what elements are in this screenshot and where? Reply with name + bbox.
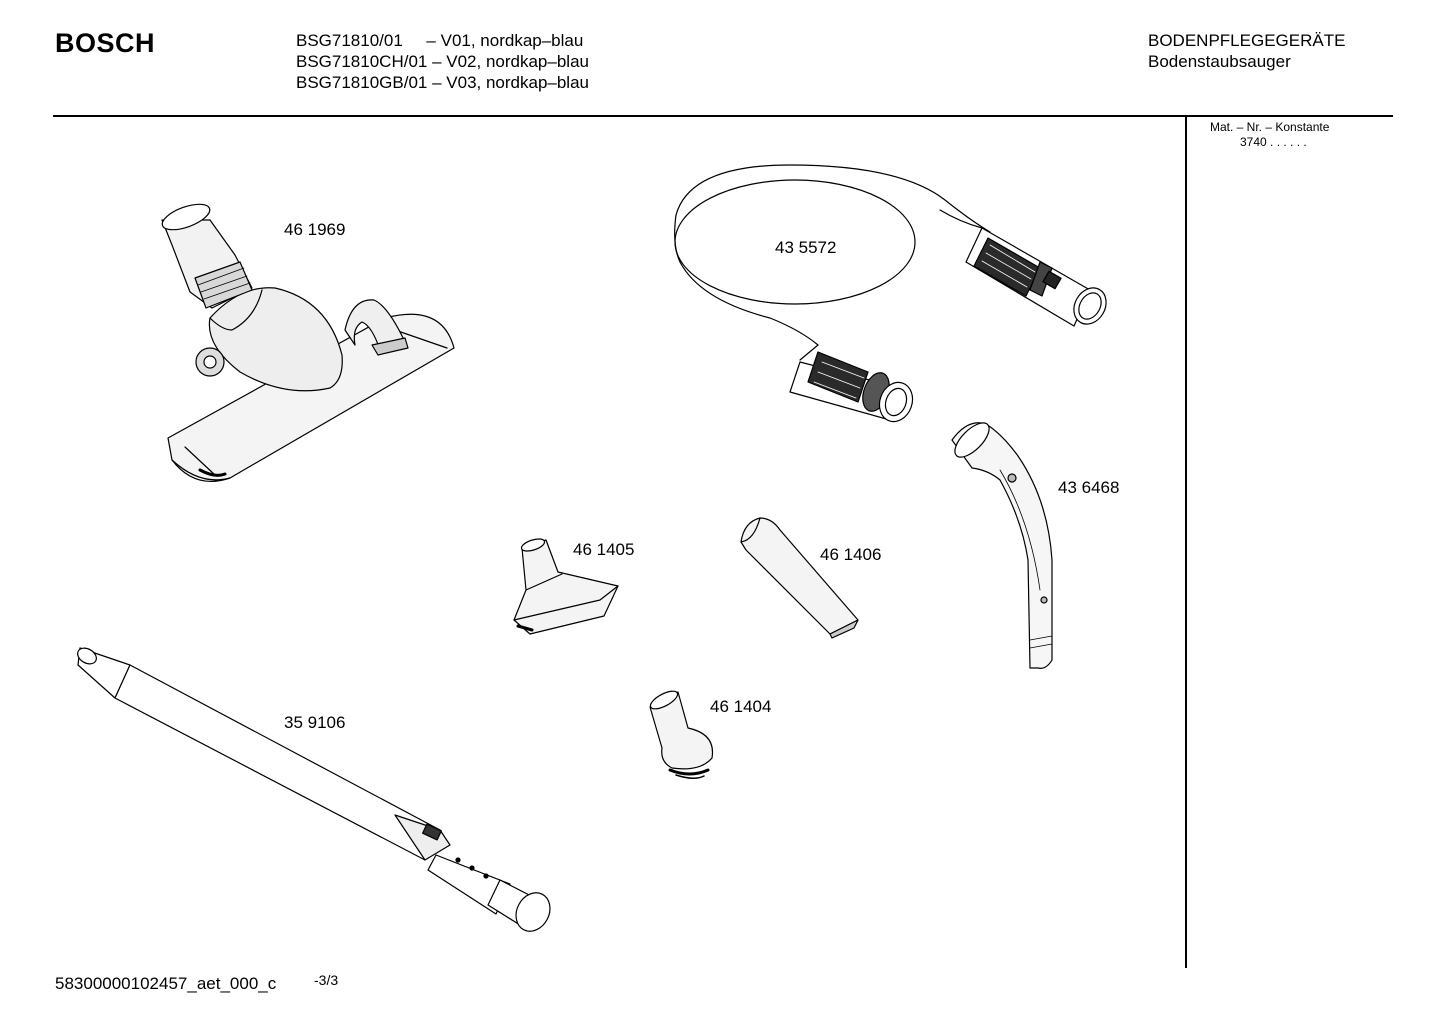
upholstery-nozzle-drawing bbox=[514, 537, 618, 634]
handle-drawing bbox=[949, 417, 1052, 668]
category-subtitle: Bodenstaubsauger bbox=[1148, 52, 1291, 71]
material-number-panel: Mat. – Nr. – Konstante 3740 . . . . . . bbox=[1210, 120, 1329, 150]
part-number-small-nozzle: 46 1404 bbox=[710, 697, 772, 716]
document-id: 58300000102457_aet_000_c bbox=[55, 974, 277, 993]
floor-nozzle-drawing bbox=[159, 199, 454, 481]
material-number-value: 3740 . . . . . . bbox=[1240, 135, 1307, 149]
brand-logo: BOSCH bbox=[55, 28, 156, 58]
part-number-upholstery-nozzle: 46 1405 bbox=[573, 540, 635, 559]
small-nozzle-drawing bbox=[648, 688, 713, 779]
category-title: BODENPFLEGEGERÄTE bbox=[1148, 31, 1346, 50]
part-number-telescopic-tube: 35 9106 bbox=[284, 713, 346, 732]
part-number-floor-nozzle: 46 1969 bbox=[284, 220, 346, 239]
model-line: BSG71810CH/01 – V02, nordkap–blau bbox=[296, 52, 589, 71]
telescopic-tube-drawing bbox=[75, 645, 557, 937]
part-number-handle: 43 6468 bbox=[1058, 478, 1120, 497]
hose-drawing bbox=[675, 165, 1113, 426]
part-number-crevice-nozzle: 46 1406 bbox=[820, 545, 882, 564]
part-number-hose: 43 5572 bbox=[775, 238, 837, 257]
category-block: BODENPFLEGEGERÄTE Bodenstaubsauger bbox=[1148, 30, 1345, 72]
page-number: -3/3 bbox=[314, 972, 339, 988]
material-number-label: Mat. – Nr. – Konstante bbox=[1210, 120, 1330, 134]
model-list: BSG71810/01 – V01, nordkap–blau BSG71810… bbox=[296, 30, 589, 93]
model-line: BSG71810/01 – V01, nordkap–blau bbox=[296, 31, 584, 50]
header-divider bbox=[53, 115, 1393, 117]
model-line: BSG71810GB/01 – V03, nordkap–blau bbox=[296, 73, 589, 92]
side-divider bbox=[1185, 116, 1187, 968]
crevice-nozzle-drawing bbox=[741, 518, 858, 638]
